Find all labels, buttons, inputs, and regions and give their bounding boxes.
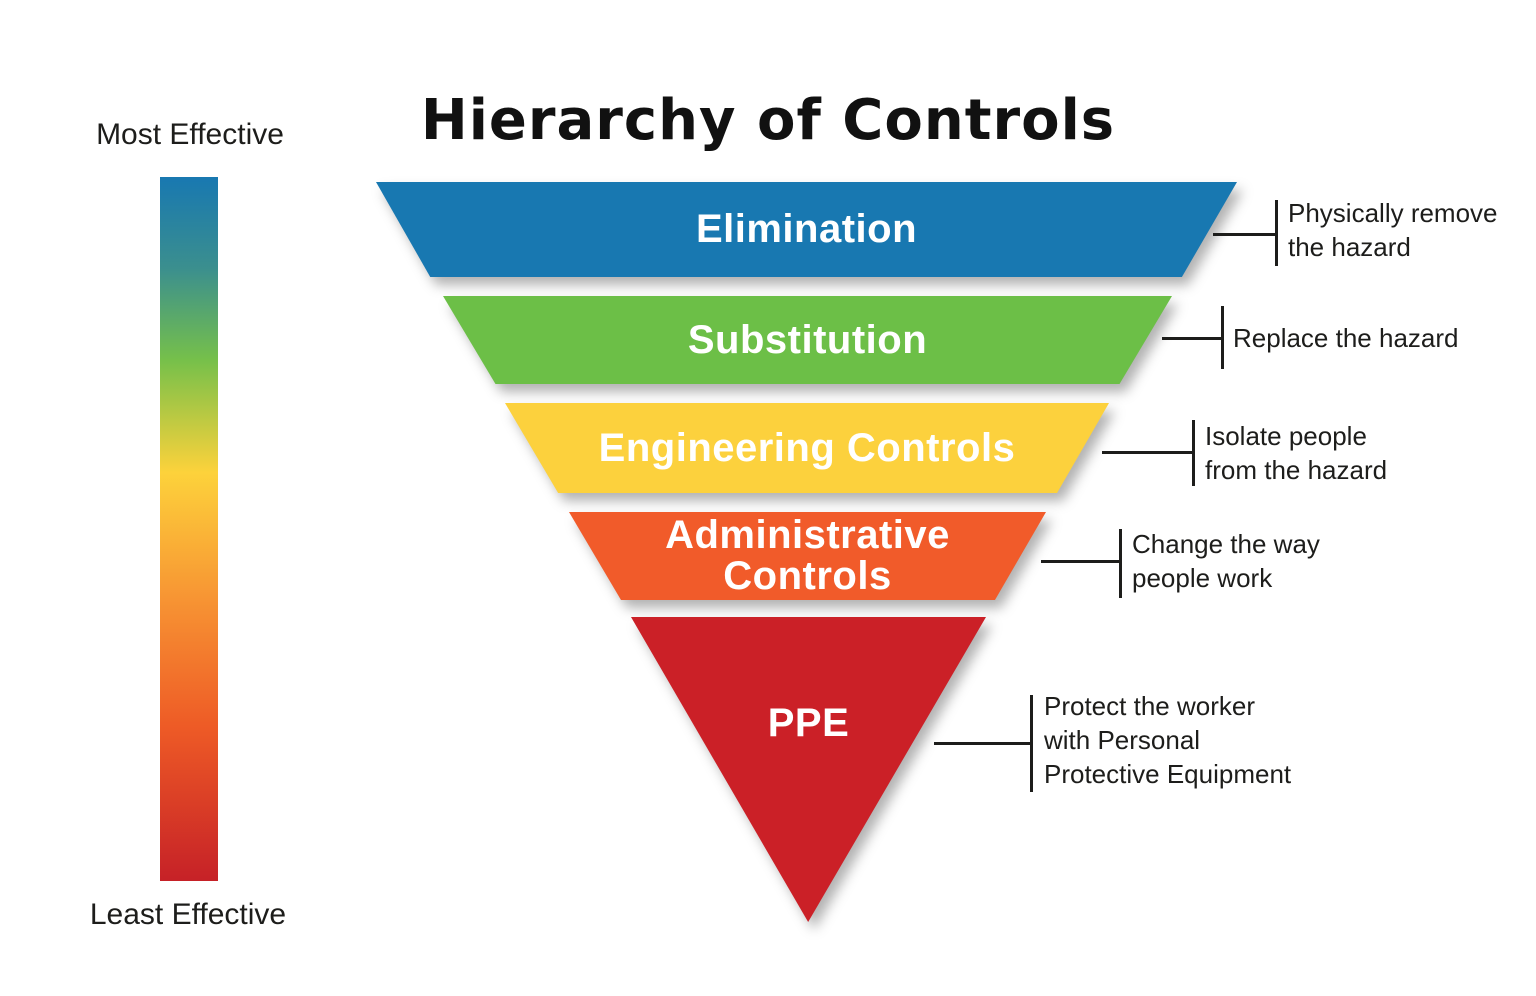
- substitution-connector-bar: [1221, 306, 1224, 369]
- ppe-connector-bar: [1030, 695, 1033, 792]
- level-ppe-label: PPE: [767, 701, 850, 745]
- least-effective-label: Least Effective: [89, 898, 287, 931]
- substitution-description: Replace the hazard: [1233, 323, 1459, 353]
- page-title: Hierarchy of Controls: [420, 88, 1116, 153]
- level-engineering-controls-label: Engineering Controls: [598, 425, 1016, 470]
- level-elimination-label: Elimination: [695, 207, 918, 252]
- elimination-connector-line: [1213, 233, 1276, 236]
- level-administrative-controls: Administrative Controls: [569, 512, 1046, 600]
- elimination-connector-bar: [1275, 200, 1278, 266]
- level-engineering-controls: Engineering Controls: [505, 403, 1109, 493]
- administrative-controls-connector-line: [1041, 560, 1121, 563]
- most-effective-label: Most Effective: [96, 118, 284, 151]
- substitution-connector-line: [1162, 337, 1222, 340]
- administrative-controls-connector-bar: [1119, 529, 1122, 598]
- level-elimination: Elimination: [376, 182, 1237, 277]
- ppe-description: Protect the worker with Personal Protect…: [1044, 691, 1292, 789]
- elimination-description: Physically remove the hazard: [1288, 198, 1498, 262]
- ppe-connector-line: [934, 742, 1031, 745]
- level-administrative-controls-label: Administrative Controls: [665, 513, 950, 598]
- effectiveness-gradient-bar: [160, 177, 218, 881]
- level-substitution-label: Substitution: [687, 317, 928, 362]
- engineering-controls-connector-bar: [1192, 420, 1195, 486]
- level-substitution: Substitution: [443, 296, 1172, 384]
- level-ppe: PPE: [631, 617, 986, 922]
- engineering-controls-description: Isolate people from the hazard: [1205, 421, 1388, 485]
- engineering-controls-connector-line: [1102, 451, 1193, 454]
- administrative-controls-description: Change the way people work: [1132, 529, 1320, 593]
